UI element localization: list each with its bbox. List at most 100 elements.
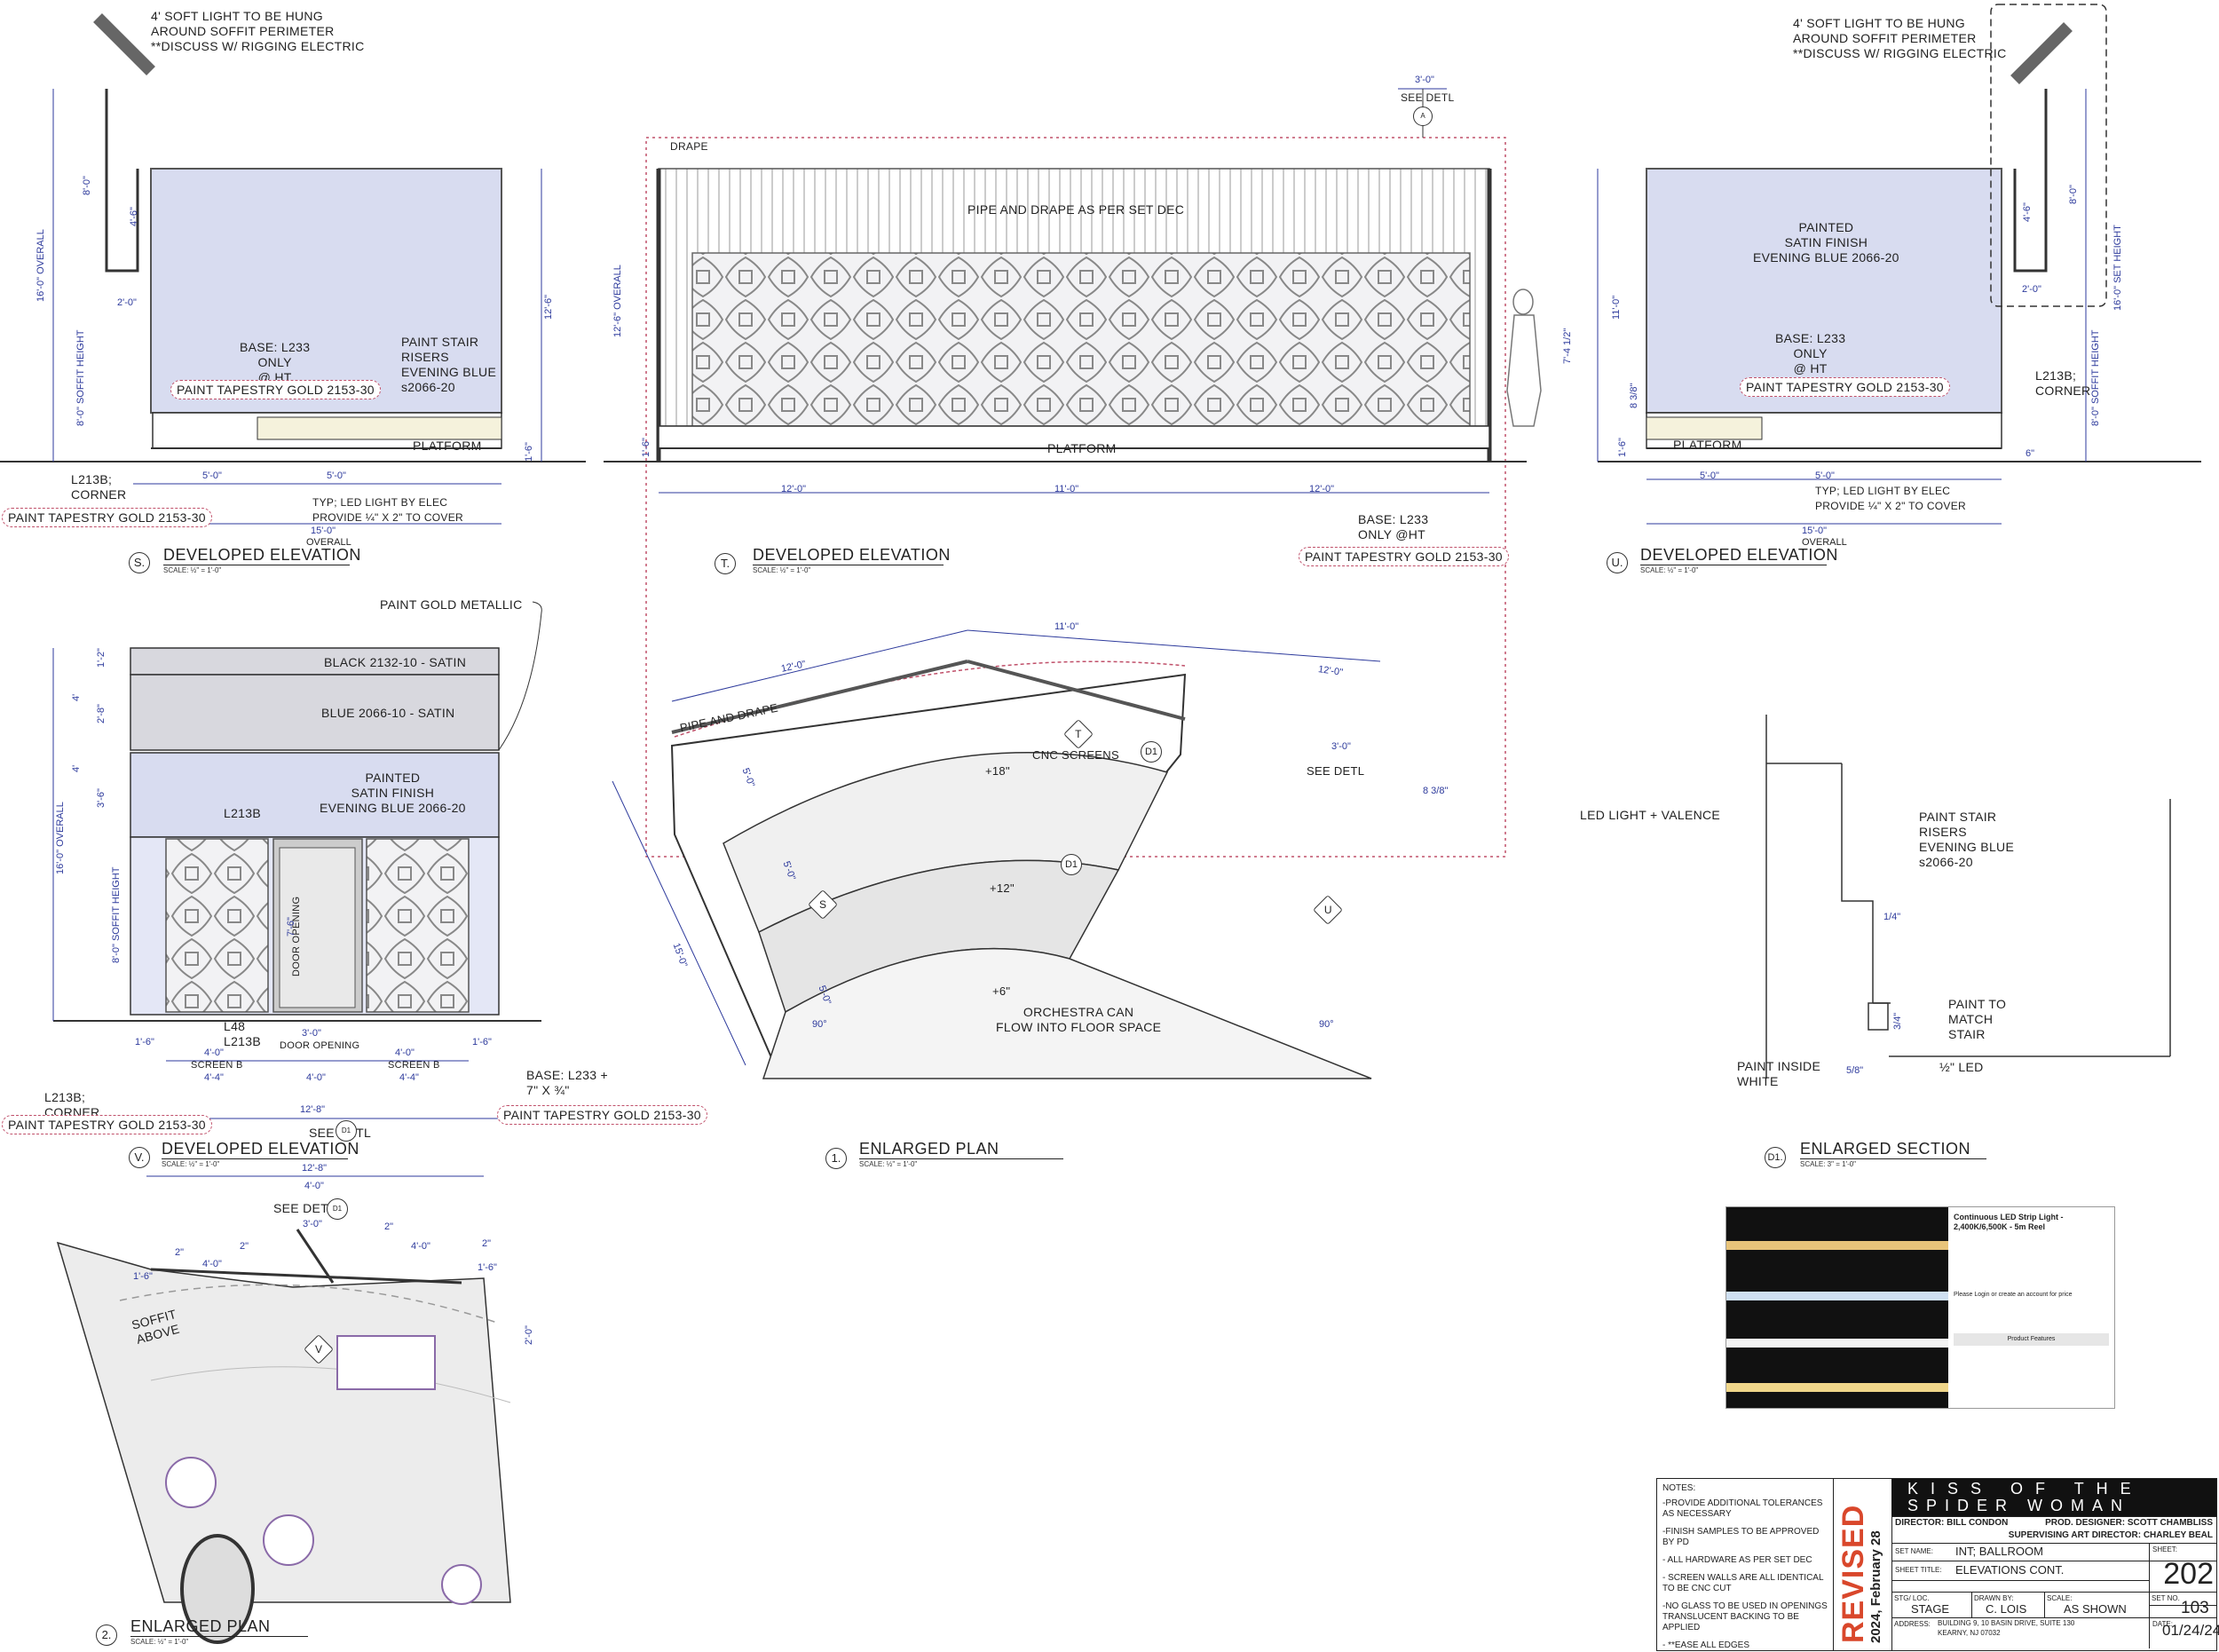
- note-item: - SCREEN WALLS ARE ALL IDENTICAL TO BE C…: [1662, 1573, 1824, 1593]
- note-line: **DISCUSS W/ RIGGING ELECTRIC: [1793, 46, 2007, 60]
- note-line: PROVIDE ¼" X 2" TO COVER: [1815, 500, 1966, 512]
- elevation-v-linework: [52, 601, 542, 1119]
- view-marker-s: S.: [129, 552, 150, 573]
- scale-cell: SCALE: AS SHOWN: [2044, 1593, 2150, 1617]
- set-name: INT; BALLROOM: [1955, 1545, 2043, 1558]
- note-item: -NO GLASS TO BE USED IN OPENINGS TRANSLU…: [1662, 1601, 1828, 1632]
- field-label: DRAWN BY:: [1974, 1594, 2014, 1602]
- dim-text: 5'-0": [1815, 470, 1835, 481]
- gold-metallic-note: PAINT GOLD METALLIC: [380, 597, 523, 612]
- led-note: TYP; LED LIGHT BY ELEC PROVIDE ¼" X 2" T…: [312, 495, 463, 526]
- dim-text: 1'-6": [524, 442, 534, 462]
- elevation-label: +12": [990, 881, 1015, 895]
- screen-b-label: SCREEN B: [388, 1060, 440, 1071]
- elevation-label: +6": [992, 984, 1011, 998]
- dim-text: 1'-6": [1617, 438, 1628, 457]
- paint-match-note: PAINT TO MATCH STAIR: [1948, 997, 2006, 1042]
- note-line: AROUND SOFFIT PERIMETER: [151, 24, 335, 38]
- dim-text: 6": [2026, 448, 2035, 459]
- product-title: Continuous LED Strip Light - 2,400K/6,50…: [1954, 1213, 2064, 1231]
- dim-text: 16'-0": [2112, 285, 2123, 311]
- dim-text: 2": [240, 1241, 249, 1252]
- view-scale: SCALE: 3" = 1'-0": [1800, 1160, 1857, 1168]
- dim-text: 2'-8": [96, 704, 107, 723]
- note-item: -FINISH SAMPLES TO BE APPROVED BY PD: [1662, 1527, 1820, 1547]
- note-line: L213B: [224, 1034, 261, 1048]
- section-tag: D1: [1061, 854, 1082, 875]
- note-line: L213B;: [44, 1090, 86, 1104]
- note-line: EVENING BLUE 2066-20: [320, 801, 466, 815]
- tag-text: T: [1075, 728, 1082, 740]
- note-line: FLOW INTO FLOOR SPACE: [996, 1020, 1162, 1034]
- base-note-u: BASE: L233 ONLY @ HT: [1775, 331, 1845, 376]
- soft-light-note-right: 4' SOFT LIGHT TO BE HUNG AROUND SOFFIT P…: [1793, 16, 2007, 61]
- orchestra-note: ORCHESTRA CAN FLOW INTO FLOOR SPACE: [996, 1005, 1161, 1035]
- dim-text: 1'-6": [641, 438, 651, 457]
- note-line: TYP; LED LIGHT BY ELEC: [312, 496, 448, 509]
- elevation-t-linework: [604, 88, 1542, 858]
- dim-set-height: 16'-0" SET HEIGHT: [2112, 225, 2123, 311]
- led-note: TYP; LED LIGHT BY ELEC PROVIDE ¼" X 2" T…: [1815, 484, 1966, 514]
- note-line: L213B;: [71, 472, 113, 486]
- field-label: SCALE:: [2047, 1594, 2073, 1602]
- dim-text: 8'-0": [2068, 185, 2079, 204]
- note-line: EVENING BLUE 2066-20: [1753, 250, 1899, 265]
- view-scale: SCALE: ½" = 1'-0": [859, 1160, 918, 1168]
- dim-text: 4'-6": [129, 207, 139, 226]
- note-line: 4' SOFT LIGHT TO BE HUNG: [151, 9, 323, 23]
- dim-text: 15'-0": [311, 526, 336, 536]
- paint-callout: PAINT TAPESTRY GOLD 2153-30: [1299, 547, 1509, 566]
- detail-bubble: A: [1413, 107, 1433, 126]
- platform-label: PLATFORM: [1047, 441, 1117, 455]
- led-strip-photo: [1726, 1207, 1948, 1408]
- field-label: ADDRESS:: [1894, 1620, 1931, 1628]
- dim-text: 12'-8": [302, 1163, 328, 1174]
- dim-text: 11'-0": [1054, 484, 1079, 494]
- dim-text: 3'-0": [1331, 741, 1351, 752]
- dim-text: 5'-0": [1700, 470, 1719, 481]
- dim-text: 12'-6" OVERALL: [612, 265, 623, 337]
- elevation-s-linework: [0, 13, 586, 525]
- note-line: PAINT TO: [1948, 997, 2007, 1011]
- platform-label: PLATFORM: [413, 439, 482, 453]
- paint-callout: PAINT TAPESTRY GOLD 2153-30: [2, 508, 212, 527]
- dim-text: 5/8": [1846, 1065, 1864, 1076]
- note-line: PAINTED: [1798, 220, 1854, 234]
- dim-soffit-height: 8'-0" SOFFIT HEIGHT: [2090, 330, 2101, 427]
- band-blue: BLUE 2066-10 - SATIN: [321, 706, 455, 720]
- detail-bubble: D1: [327, 1198, 348, 1220]
- dim-text: OVERALL: [612, 265, 623, 310]
- dim-text: 90°: [812, 1019, 827, 1030]
- view-scale: SCALE: ½" = 1'-0": [1640, 566, 1699, 574]
- note-line: ONLY: [1793, 346, 1828, 360]
- sheet-title-row: SHEET TITLE: ELEVATIONS CONT.: [1891, 1561, 2149, 1581]
- base-note-t: BASE: L233 ONLY @HT: [1358, 512, 1428, 542]
- dim-text: 12'-6": [612, 312, 623, 337]
- dim-text: 8'-0": [75, 407, 86, 426]
- dim-text: 1'-2": [96, 648, 107, 668]
- field-label: SHEET TITLE:: [1895, 1566, 1942, 1574]
- note-line: PAINT STAIR: [1919, 810, 1997, 824]
- dim-text: 2'-0": [117, 297, 137, 308]
- drawn-by-value: C. LOIS: [1986, 1602, 2027, 1616]
- note-line: SATIN FINISH: [1784, 235, 1868, 249]
- note-line: PAINT INSIDE: [1737, 1059, 1821, 1073]
- note-line: EVENING BLUE: [1919, 840, 2015, 854]
- note-line: PROVIDE ¼" X 2" TO COVER: [312, 511, 463, 524]
- note-line: CORNER: [2035, 383, 2091, 398]
- dim-text: SOFFIT HEIGHT: [75, 329, 86, 405]
- base-note-s: BASE: L233 ONLY @ HT: [240, 340, 310, 385]
- dim-text: 12'-0": [1309, 484, 1335, 494]
- dim-text: 12'-0": [781, 484, 807, 494]
- dim-text: SOFFIT HEIGHT: [111, 866, 122, 942]
- paint-inside-note: PAINT INSIDE WHITE: [1737, 1059, 1820, 1089]
- note-line: PAINT STAIR: [401, 335, 479, 349]
- dim-text: 2": [175, 1247, 185, 1258]
- screen-b-label: SCREEN B: [191, 1060, 243, 1071]
- sheet-number-box: SHEET: 202: [2149, 1543, 2217, 1606]
- dim-text: 4': [71, 764, 82, 772]
- art-director-credit: SUPERVISING ART DIRECTOR: CHARLEY BEAL: [2008, 1530, 2213, 1540]
- dim-text: OVERALL: [306, 537, 351, 548]
- field-label: SHEET:: [2152, 1545, 2178, 1553]
